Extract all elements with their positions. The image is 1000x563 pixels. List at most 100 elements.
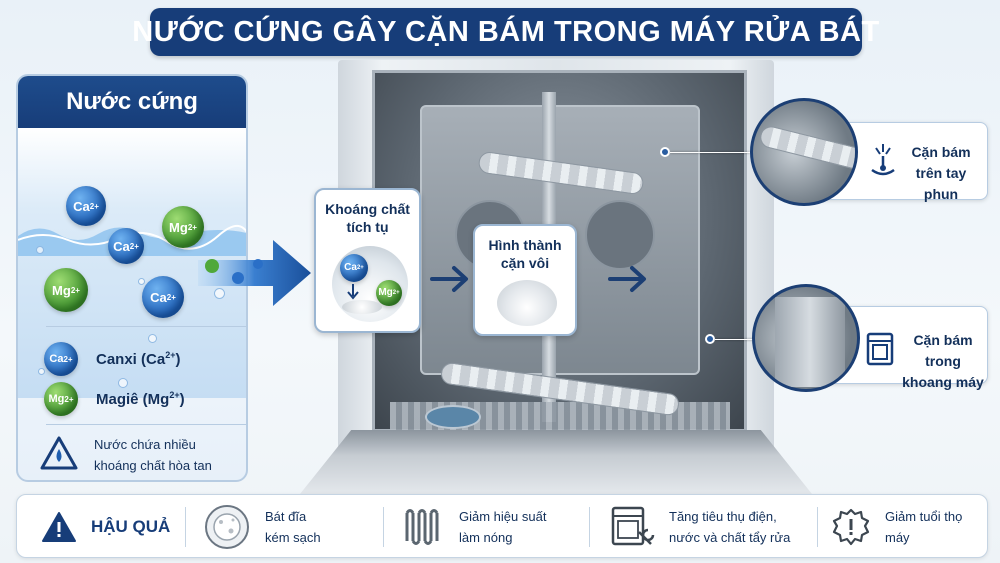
arrow-right-icon <box>430 266 468 292</box>
spray-arm-zoom <box>750 98 858 206</box>
dishwasher-door <box>300 430 812 494</box>
callout-marker <box>660 147 670 157</box>
note-line-1: Nước chứa nhiều <box>94 437 196 452</box>
consequence-line-2: kém sạch <box>265 530 321 545</box>
gear-warning-icon <box>832 508 870 546</box>
ion-charge: 2+ <box>64 394 74 404</box>
legend-label-end: ) <box>179 391 185 408</box>
hard-water-note: Nước chứa nhiều khoáng chất hòa tan <box>94 434 212 476</box>
legend-label-sup: 2+ <box>169 390 180 400</box>
callout-leader-line <box>670 152 750 153</box>
consequences-label: HẬU QUẢ <box>41 495 170 559</box>
consequence-line-1: Tăng tiêu thụ điện, <box>669 509 777 524</box>
ion-charge: 2+ <box>63 354 73 364</box>
callout-line-1: Cặn bám trong <box>913 332 973 369</box>
bubble <box>214 288 225 299</box>
callout-line-1: Cặn bám <box>911 144 971 160</box>
legend-label: Magiê (Mg2+) <box>96 390 185 408</box>
ion-symbol: Mg <box>52 282 71 298</box>
warning-icon <box>42 512 76 542</box>
ion-symbol: Ca <box>49 353 64 365</box>
consequence-item: Tăng tiêu thụ điện, nước và chất tẩy rửa <box>609 495 790 559</box>
ion-charge: 2+ <box>356 265 364 271</box>
spray-arm-callout-text: Cặn bám trên tay phun <box>898 142 984 205</box>
ion-charge: 2+ <box>166 292 176 302</box>
flow-arrow-icon <box>198 240 311 306</box>
ion-charge: 2+ <box>70 285 80 295</box>
consequence-line-1: Giảm hiệu suất <box>459 509 547 524</box>
note-line-2: khoáng chất hòa tan <box>94 458 212 473</box>
limescale-formation-card: Hình thành cặn vôi <box>473 224 577 336</box>
legend-label-end: ) <box>175 351 181 368</box>
separator <box>185 507 186 547</box>
ion-symbol: Mg <box>169 219 188 235</box>
ion-charge: 2+ <box>129 241 139 251</box>
bubble <box>36 246 44 254</box>
ion-charge: 2+ <box>89 201 99 211</box>
consequences-bar: HẬU QUẢ Bát đĩa kém sạch Giảm hiệu suất … <box>16 494 988 558</box>
consequence-text: Giảm tuổi thọ máy <box>885 506 962 548</box>
spray-arm-icon <box>871 144 895 176</box>
plate-icon <box>205 505 249 549</box>
ion-symbol: Mg <box>378 287 393 298</box>
consequences-title: HẬU QUẢ <box>91 517 171 536</box>
page-title-text: NƯỚC CỨNG GÂY CẶN BÁM TRONG MÁY RỬA BÁT <box>132 15 880 48</box>
ion-symbol: Mg <box>48 393 65 405</box>
legend-label-sup: 2+ <box>165 350 176 360</box>
consequence-line-2: máy <box>885 530 910 545</box>
consequence-line-1: Bát đĩa <box>265 509 307 524</box>
consequence-line-2: làm nóng <box>459 530 513 545</box>
divider <box>46 424 246 425</box>
ion-symbol: Ca <box>113 238 130 254</box>
card-line-1: Hình thành <box>488 237 562 253</box>
dishwasher-wrench-icon <box>611 506 655 546</box>
ion-charge: 2+ <box>187 222 197 232</box>
callout-marker <box>705 334 715 344</box>
separator <box>589 507 590 547</box>
consequence-line-2: nước và chất tẩy rửa <box>669 530 791 545</box>
bubble <box>138 278 145 285</box>
consequence-line-1: Giảm tuổi thọ <box>885 509 963 524</box>
consequence-item: Giảm tuổi thọ máy <box>831 495 962 559</box>
separator <box>383 507 384 547</box>
legend-label: Canxi (Ca2+) <box>96 350 180 368</box>
consequence-text: Tăng tiêu thụ điện, nước và chất tẩy rửa <box>669 506 790 548</box>
oven-cavity-icon <box>866 332 894 366</box>
card-line-1: Khoáng chất <box>325 201 410 217</box>
consequence-text: Bát đĩa kém sạch <box>265 506 321 548</box>
bubble <box>148 334 157 343</box>
cavity-callout-text: Cặn bám trong khoang máy <box>896 330 990 393</box>
consequence-item: Giảm hiệu suất làm nóng <box>401 495 546 559</box>
filter-cup <box>425 405 481 429</box>
mineral-deposit <box>342 300 382 314</box>
warning-drop-icon <box>40 436 78 470</box>
card-line-2: tích tụ <box>346 219 389 235</box>
cavity-port-right <box>585 200 655 270</box>
zoomed-cavity-wall <box>775 297 845 387</box>
consequence-item: Bát đĩa kém sạch <box>203 495 321 559</box>
ion-symbol: Ca <box>150 289 167 305</box>
arrow-right-icon <box>608 266 646 292</box>
callout-line-2: khoang máy <box>902 374 984 390</box>
divider <box>46 326 246 327</box>
separator <box>817 507 818 547</box>
callout-leader-line <box>715 339 760 340</box>
ion-symbol: Ca <box>344 262 357 273</box>
hard-water-header: Nước cứng <box>18 76 246 128</box>
zoomed-spray-arm <box>757 124 855 172</box>
consequence-text: Giảm hiệu suất làm nóng <box>459 506 546 548</box>
ion-charge: 2+ <box>392 290 400 296</box>
legend-label-text: Magiê (Mg <box>96 391 170 408</box>
bubble <box>38 368 45 375</box>
